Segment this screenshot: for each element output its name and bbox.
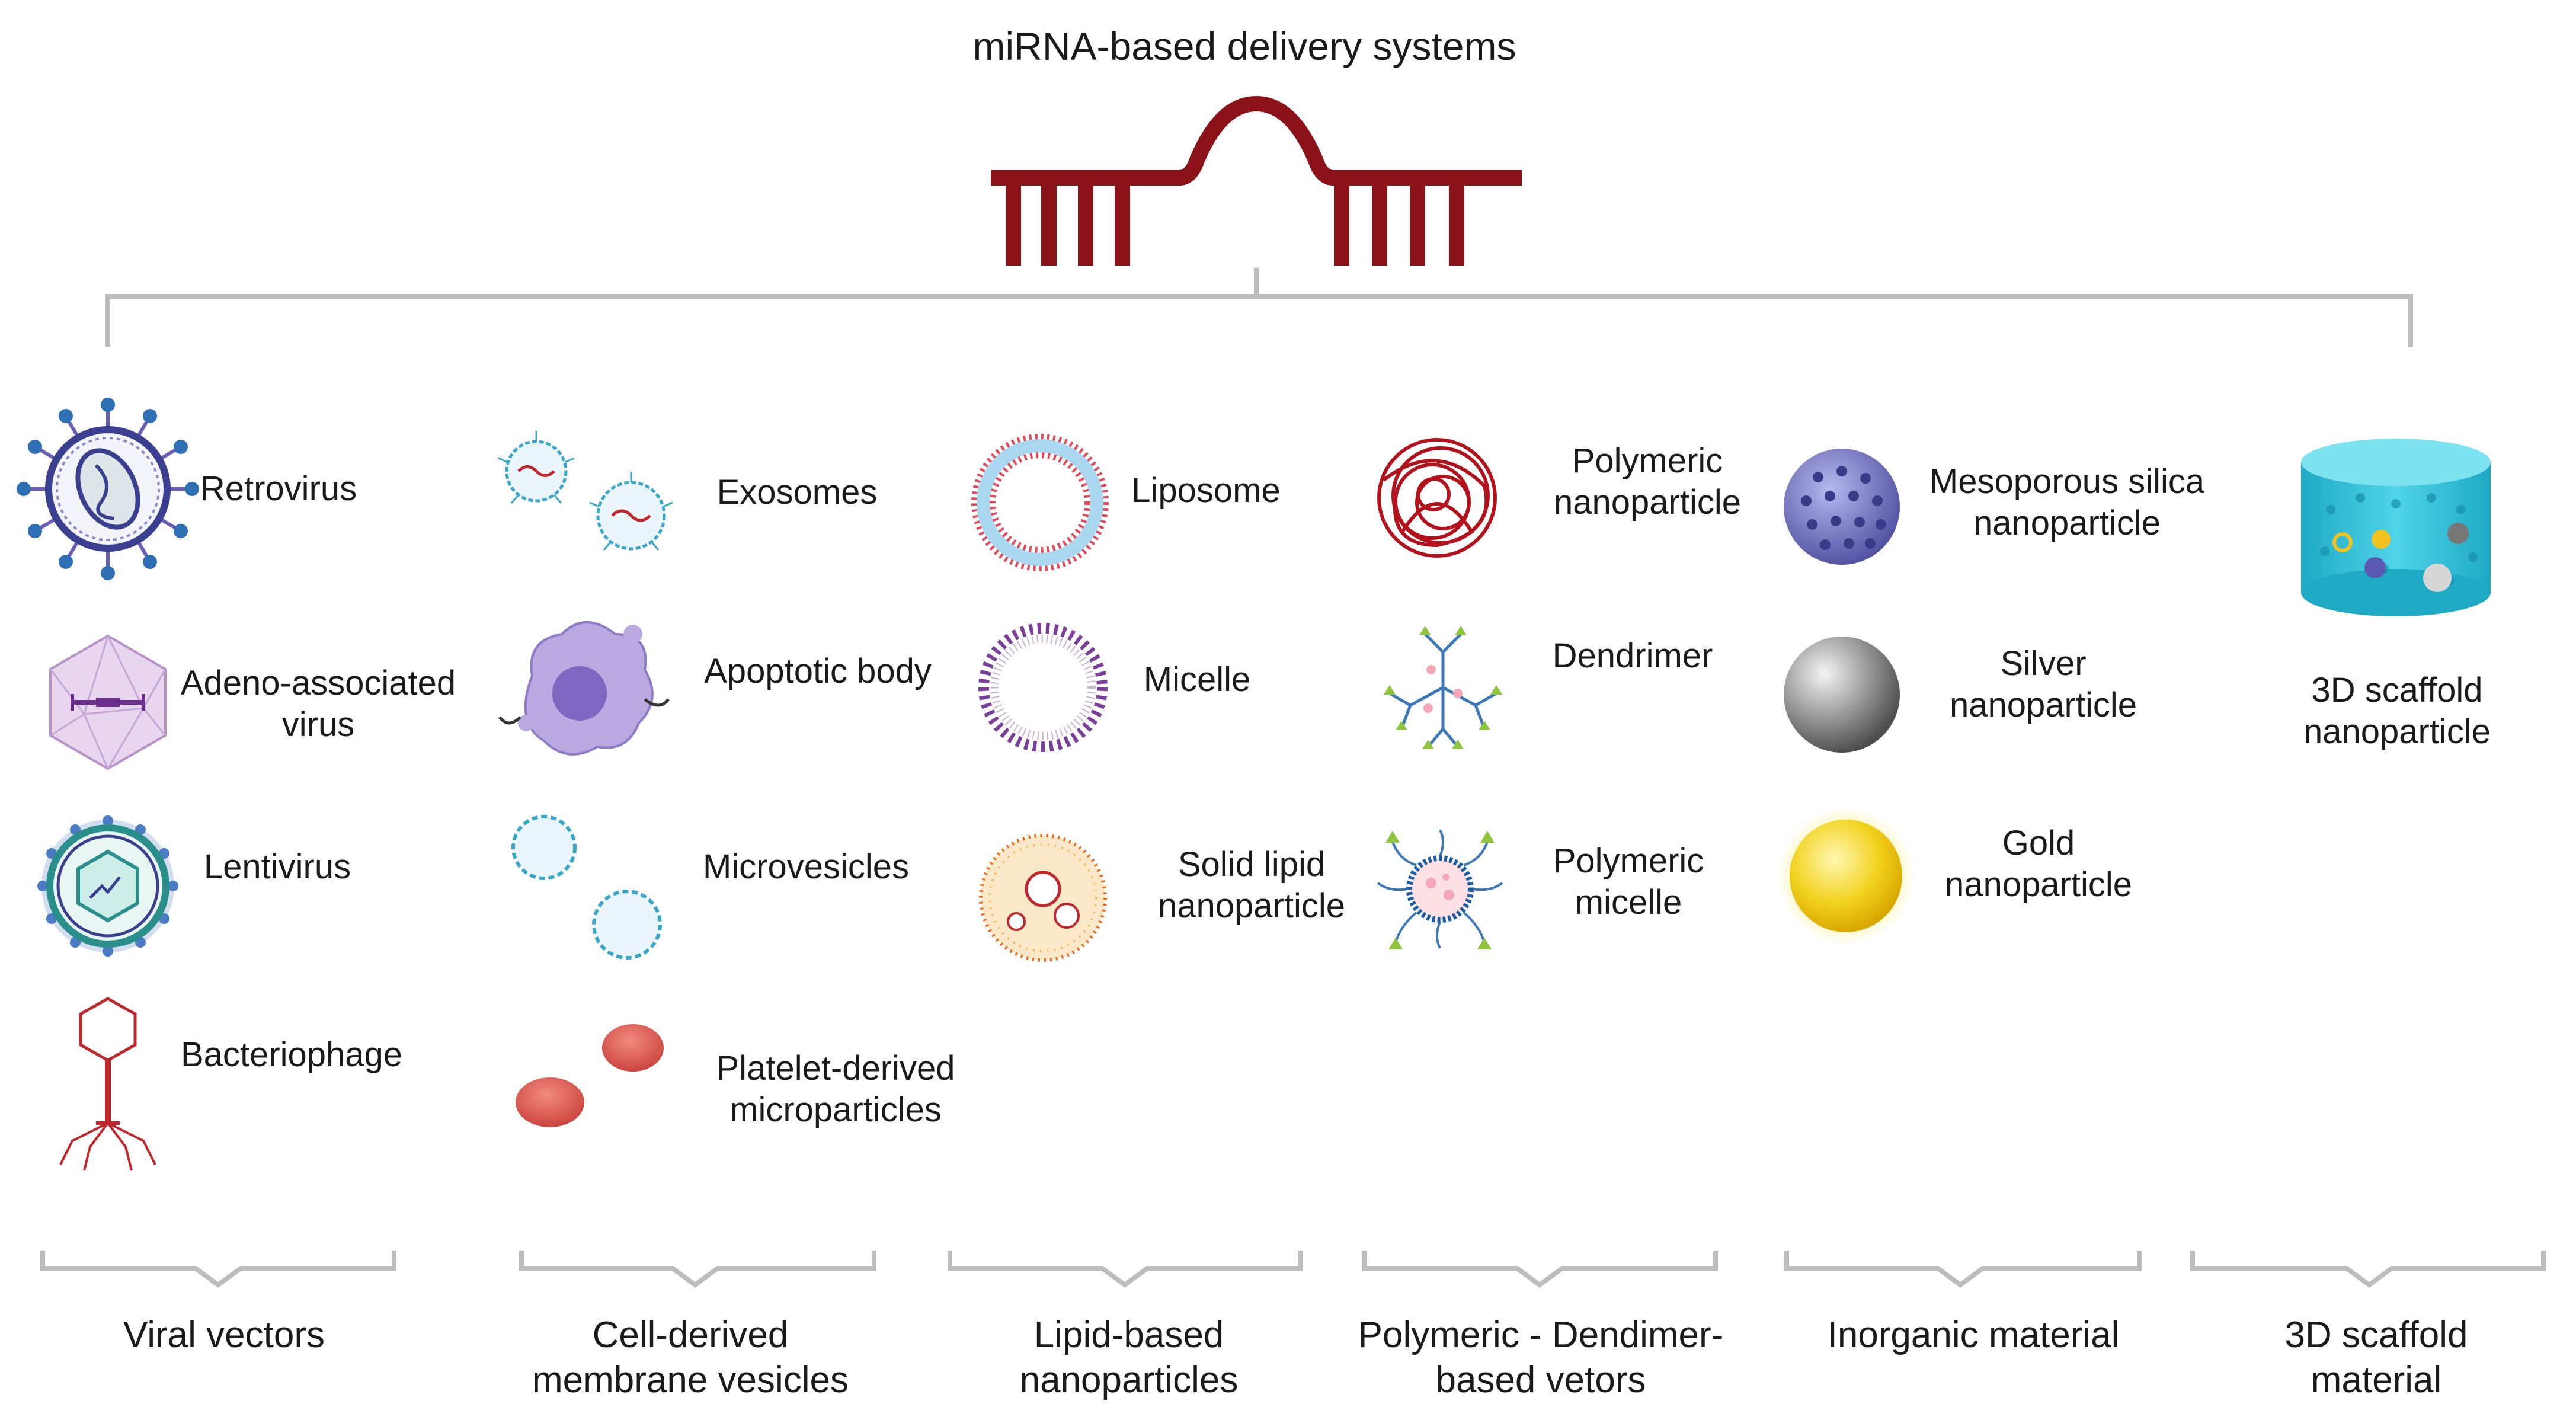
label-retrovirus: Retrovirus bbox=[200, 469, 357, 508]
bacteriophage-icon bbox=[59, 997, 156, 1171]
label-microvesicles: Microvesicles bbox=[702, 847, 910, 886]
dendrimer-icon bbox=[1384, 626, 1502, 749]
diagram-title: miRNA-based delivery systems bbox=[972, 24, 1516, 68]
micelle-icon bbox=[978, 623, 1108, 752]
category-viral-vectors: Viral vectors bbox=[123, 1315, 325, 1355]
category-inorganic-material: Inorganic material bbox=[1827, 1315, 2120, 1355]
label-dendrimer: Dendrimer bbox=[1552, 637, 1713, 675]
exosomes-icon bbox=[498, 431, 673, 551]
label-liposome: Liposome bbox=[1131, 471, 1281, 510]
liposome-icon bbox=[971, 434, 1109, 571]
label-micelle: Micelle bbox=[1143, 660, 1251, 699]
apoptotic-body-icon bbox=[498, 621, 670, 756]
platelet-microparticles-icon bbox=[516, 1024, 664, 1127]
polymeric-nanoparticle-icon bbox=[1377, 438, 1497, 558]
label-lentivirus: Lentivirus bbox=[203, 847, 351, 886]
polymeric-micelle-icon bbox=[1377, 829, 1503, 949]
lentivirus-icon bbox=[37, 815, 178, 957]
top-connector bbox=[105, 268, 2413, 347]
microvesicles-icon bbox=[511, 815, 662, 960]
label-exosomes: Exosomes bbox=[716, 473, 878, 511]
label-apoptotic-body: Apoptotic body bbox=[704, 652, 932, 690]
solid-lipid-nanoparticle-icon bbox=[979, 834, 1107, 962]
mesoporous-silica-icon bbox=[1784, 449, 1900, 565]
silver-nanoparticle-icon bbox=[1784, 637, 1900, 753]
retrovirus-icon bbox=[17, 398, 199, 580]
adeno-associated-virus-icon bbox=[49, 634, 167, 770]
mirna-hairpin-icon bbox=[991, 95, 1522, 266]
label-bacteriophage: Bacteriophage bbox=[180, 1035, 403, 1074]
category-polymeric-dendrimer-based-vectors: Polymeric - Dendimer-based vetors bbox=[1358, 1315, 1724, 1400]
3d-scaffold-icon bbox=[2301, 439, 2491, 616]
bottom-brackets bbox=[40, 1251, 2546, 1288]
gold-nanoparticle-icon bbox=[1776, 806, 1916, 946]
